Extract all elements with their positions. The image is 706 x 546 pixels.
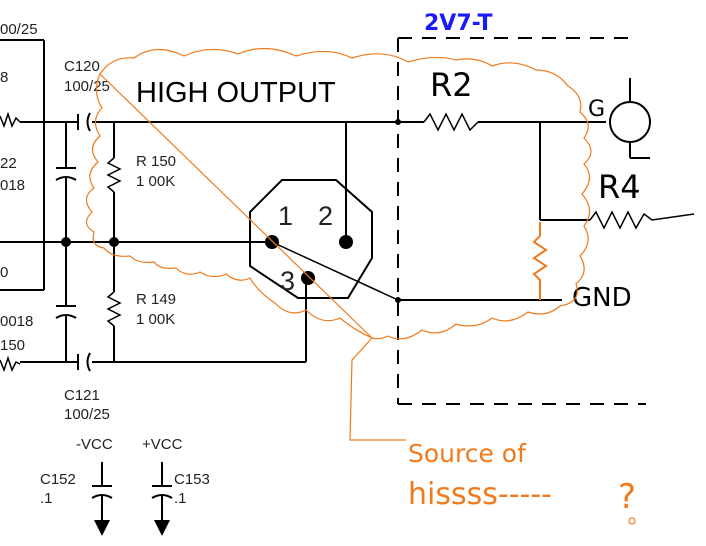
label-c152-name: C152 — [40, 471, 76, 488]
label-left-0: 0 — [0, 264, 8, 281]
resistor-left-top — [0, 111, 21, 129]
pin3-label: 3 — [280, 266, 295, 296]
orange-resistor — [532, 222, 548, 300]
resistor-r150 — [106, 122, 122, 242]
capacitor-c120 — [77, 112, 91, 132]
label-r150-value: 1 00K — [136, 173, 175, 190]
pin1-to-ground-wire — [271, 241, 399, 301]
label-r150-name: R 150 — [136, 153, 176, 170]
capacitor-c153 — [151, 462, 173, 536]
label-top-left-partial: 00/25 — [0, 21, 38, 38]
annotation-cloud — [85, 47, 592, 441]
label-r149-name: R 149 — [136, 291, 176, 308]
resistor-r4 — [589, 210, 695, 230]
pin2-dot — [339, 235, 353, 249]
label-c121-value: 100/25 — [64, 406, 110, 423]
label-c120-name: C120 — [64, 58, 100, 75]
junction-dot-box-gnd — [395, 297, 401, 303]
capacitor-c152 — [91, 462, 113, 536]
pin2-label: 2 — [318, 201, 333, 231]
label-g: G — [588, 97, 605, 122]
box-title: 2V7-T — [424, 11, 493, 36]
xlr-connector — [249, 179, 373, 299]
annotation-line1: Source of — [408, 439, 527, 468]
label-c121-name: C121 — [64, 387, 100, 404]
label-gnd: GND — [572, 283, 632, 313]
left-board-outline — [0, 39, 45, 291]
label-r2: R2 — [430, 66, 473, 104]
capacitor-c121 — [77, 352, 91, 372]
label-pos-vcc: +VCC — [142, 436, 183, 453]
annotation-question: ? — [618, 477, 636, 517]
label-r149-value: 1 00K — [136, 311, 175, 328]
label-c152-value: .1 — [40, 490, 53, 507]
annotation-question-dot — [628, 517, 636, 525]
g-terminal — [609, 101, 651, 143]
pin3-dot — [301, 271, 315, 285]
label-neg-vcc: -VCC — [76, 436, 113, 453]
pin1-label: 1 — [278, 201, 293, 231]
label-left-150: 150 — [0, 337, 25, 354]
label-left-0018: 0018 — [0, 313, 33, 330]
label-r4: R4 — [598, 168, 641, 206]
annotation-line2: hissss----- — [408, 477, 552, 512]
label-c153-value: .1 — [174, 490, 187, 507]
label-left-22: 22 — [0, 155, 17, 172]
high-output-label: HIGH OUTPUT — [136, 77, 336, 109]
capacitor-rail-left — [55, 122, 77, 362]
bottom-signal-wire — [20, 280, 307, 363]
resistor-r149 — [106, 242, 122, 362]
label-c120-value: 100/25 — [64, 78, 110, 95]
resistor-left-bottom — [0, 355, 21, 373]
label-left-018: 018 — [0, 177, 25, 194]
junction-dot-box-top — [395, 119, 401, 125]
label-left-8: 8 — [0, 69, 8, 86]
dashed-module-box — [397, 37, 646, 405]
resistor-r2 — [423, 112, 479, 132]
label-c153-name: C153 — [174, 471, 210, 488]
